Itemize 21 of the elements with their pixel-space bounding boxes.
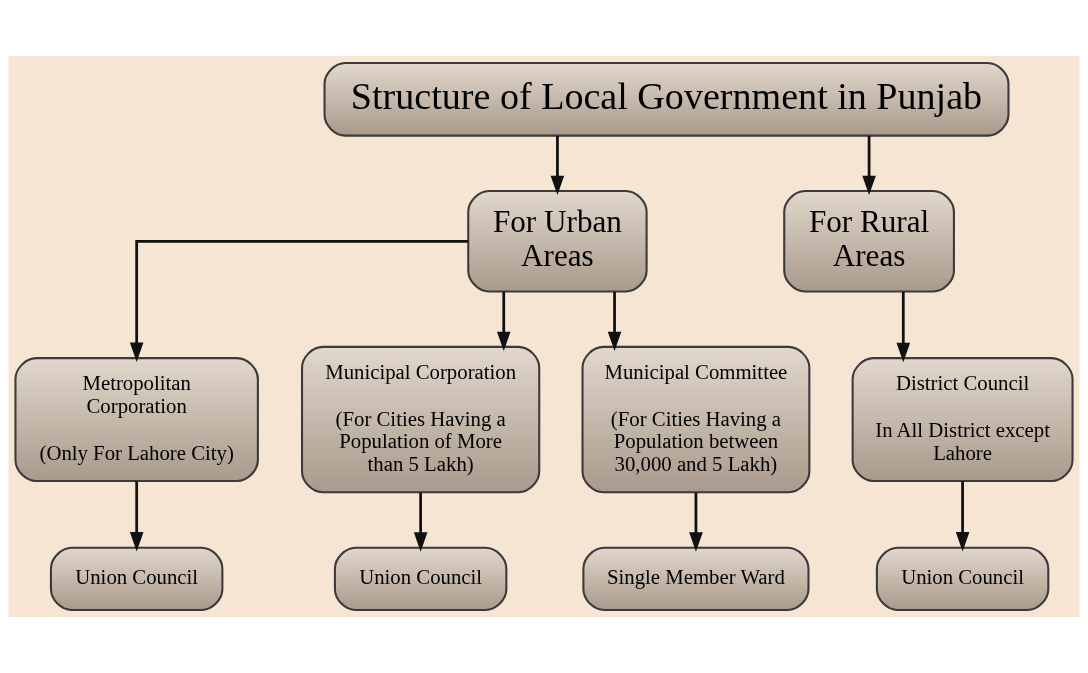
node-box: For Rural Areas xyxy=(783,190,955,293)
node-box: Single Member Ward xyxy=(582,546,810,612)
arrow xyxy=(862,135,876,196)
node-box: Municipal Committee (For Cities Having a Population between 30,000 and 5 Lakh) xyxy=(581,345,811,494)
arrow xyxy=(607,291,622,352)
node-box: Union Council xyxy=(333,546,508,612)
arrow xyxy=(550,135,565,196)
arrow xyxy=(689,492,703,552)
node-box: Union Council xyxy=(875,546,1050,612)
node-box: Municipal Corporation (For Cities Having a Population of More than 5 Lakh) xyxy=(301,345,541,494)
node-box: For Urban Areas xyxy=(467,190,648,293)
node-box: Union Council xyxy=(49,546,224,612)
node-box: Structure of Local Government in Punjab xyxy=(323,61,1010,137)
arrow xyxy=(129,239,469,362)
arrow xyxy=(413,492,428,552)
arrow xyxy=(129,481,144,552)
node-box: Metropolitan Corporation (Only For Lahore City) xyxy=(14,357,259,483)
arrow xyxy=(955,481,970,552)
node-box: District Council In All District except Lahore xyxy=(851,357,1074,483)
arrow xyxy=(896,291,911,363)
arrow xyxy=(496,291,511,352)
